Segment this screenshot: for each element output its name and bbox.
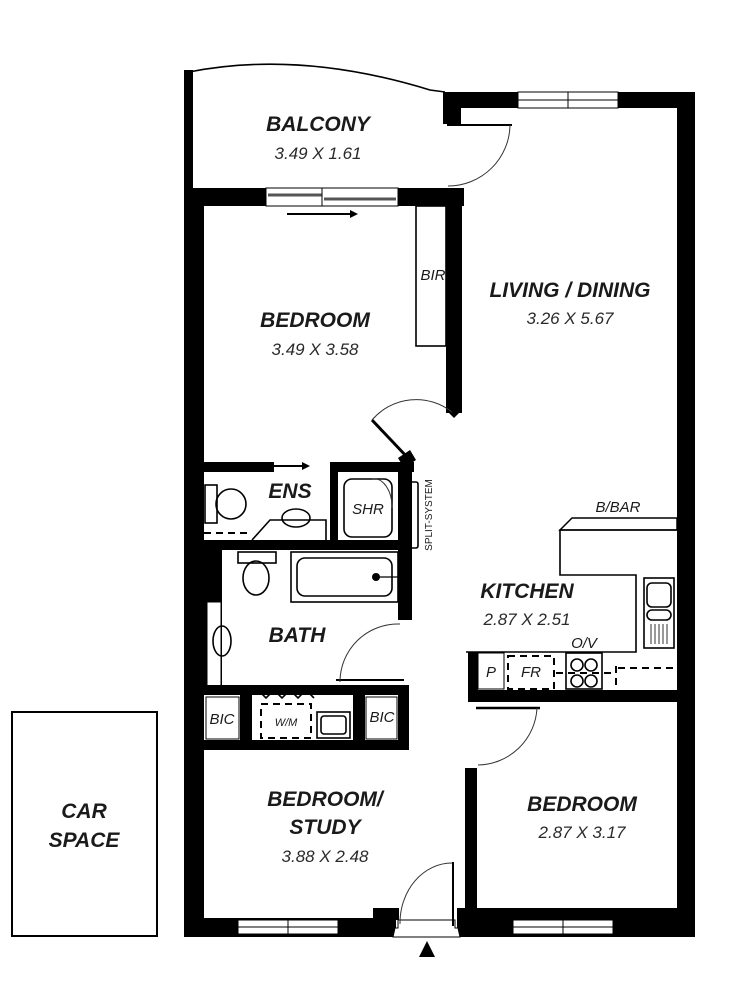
laundry-tub-outer	[316, 711, 351, 739]
shower-screen	[371, 478, 393, 509]
ensuite-label: ENS	[268, 480, 311, 503]
ensuite-bath-wall	[204, 540, 412, 550]
drainer-lines	[650, 624, 668, 644]
sliding-door	[265, 187, 399, 207]
car-space-label-line2: SPACE	[49, 829, 121, 852]
bic-left-divider	[240, 690, 252, 745]
bic-right-wall	[398, 685, 409, 750]
ens-toilet-bowl	[215, 488, 247, 520]
shower-left-wall	[330, 462, 338, 542]
wall-end	[446, 405, 462, 418]
shower-top-wall	[330, 462, 414, 472]
bic-right-divider	[353, 690, 365, 745]
entry-threshold[interactable]	[392, 919, 461, 938]
bedroom-second-dims: 2.87 X 3.17	[538, 823, 627, 842]
bedroom-study-label-line1: BEDROOM/	[267, 788, 385, 811]
kitchen-left-wall	[468, 652, 478, 702]
kitchen-bottom-wall	[468, 690, 678, 702]
ens-basin	[281, 508, 311, 528]
bedroom-study-dims: 3.88 X 2.48	[282, 847, 370, 866]
ens-toilet-cistern	[204, 484, 218, 524]
bedroom-main-dims: 3.49 X 3.58	[272, 340, 360, 359]
bath-door-swing	[339, 623, 401, 683]
bic-left-cupboard	[205, 696, 240, 740]
study-bedroom2-wall	[465, 768, 477, 937]
slide-arrow-head	[350, 210, 358, 218]
living-dining-dims: 3.26 X 5.67	[527, 309, 615, 328]
burner	[570, 658, 584, 672]
kitchen-label: KITCHEN	[480, 580, 574, 603]
balcony-dims: 3.49 X 1.61	[275, 144, 362, 163]
bir-label: BIR	[420, 267, 445, 284]
entry-arrow-icon	[419, 941, 435, 957]
left-exterior-wall	[184, 188, 204, 937]
ensuite-top-wall	[204, 462, 274, 472]
burner	[584, 674, 598, 688]
balcony-curved-edge	[188, 63, 446, 93]
balcony-left-wall	[184, 70, 193, 192]
fridge-label: FR	[521, 664, 541, 681]
bic-right-label: BIC	[369, 709, 394, 726]
living-door-jamb	[443, 92, 461, 124]
bedroom-study-label-line2: STUDY	[289, 816, 362, 839]
car-space-outline	[11, 711, 158, 937]
entry-jamb-left	[373, 908, 399, 920]
split-system-label: SPLIT-SYSTEM	[424, 479, 435, 551]
bedroom-living-wall	[446, 188, 462, 413]
bath-label: BATH	[269, 624, 327, 647]
laundry-bottom-wall	[204, 740, 409, 750]
burner	[584, 658, 598, 672]
breakfast-bar-top	[558, 517, 678, 531]
bath-basin	[212, 625, 232, 657]
bedroom-main-label: BEDROOM	[260, 309, 370, 332]
built-in-robe	[415, 205, 447, 347]
shower-label: SHR	[352, 501, 384, 518]
ensuite-slide-arrow	[302, 462, 310, 470]
bedroom-second-label: BEDROOM	[527, 793, 637, 816]
kitchen-bench-outline	[466, 529, 677, 653]
kitchen-sink-bowl	[646, 582, 672, 608]
laundry-tub-inner	[320, 715, 347, 735]
bedroom-door-leaf	[370, 418, 410, 460]
kitchen-sink-frame	[643, 577, 675, 649]
bedroom2-door-swing	[477, 707, 538, 766]
balcony-door-swing	[447, 124, 511, 187]
balcony-label: BALCONY	[266, 113, 372, 136]
breakfast-bar-label: B/BAR	[595, 499, 640, 516]
cooktop	[565, 652, 603, 690]
car-space-label-line1: CAR	[61, 800, 107, 823]
pantry-label: P	[486, 664, 496, 681]
pantry-box	[477, 652, 505, 690]
washing-machine-label: W/M	[275, 717, 298, 729]
bath-toilet-bowl	[242, 560, 270, 596]
oven-label: O/V	[571, 635, 599, 652]
fridge-outline	[507, 655, 555, 690]
laundry-zigzag	[257, 688, 315, 700]
bedroom-door-swing	[371, 399, 453, 421]
bic-right-cupboard	[365, 696, 398, 740]
bath-toilet-cistern	[237, 551, 277, 564]
ens-vanity	[251, 519, 327, 541]
entry-door-swing	[399, 862, 453, 925]
bic-left-label: BIC	[209, 711, 234, 728]
washing-machine-outline	[260, 703, 312, 739]
living-dining-label: LIVING / DINING	[489, 279, 650, 302]
kitchen-sink-small-bowl	[646, 609, 672, 621]
kitchen-dims: 2.87 X 2.51	[483, 610, 571, 629]
right-exterior-wall	[677, 92, 695, 937]
entry-jamb-right	[457, 908, 477, 920]
burner	[570, 674, 584, 688]
